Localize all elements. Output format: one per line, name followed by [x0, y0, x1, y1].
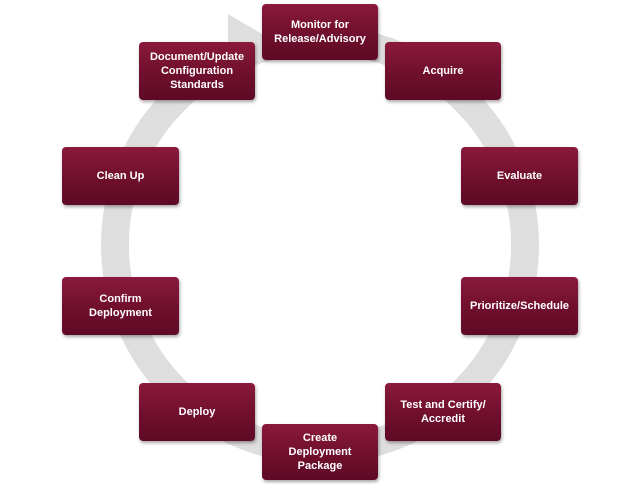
step-label: Acquire [422, 65, 464, 77]
step-evaluate: Evaluate [461, 147, 578, 205]
step-prioritize-schedule: Prioritize/Schedule [461, 277, 578, 335]
step-label: Deploy [178, 406, 216, 418]
step-label: Monitor for Release/Advisory [274, 19, 366, 45]
step-deploy: Deploy [139, 383, 255, 441]
step-label: Test and Certify/ Accredit [400, 399, 486, 425]
step-clean-up: Clean Up [62, 147, 179, 205]
step-label: Create Deployment Package [288, 432, 352, 472]
step-confirm-deployment: Confirm Deployment [62, 277, 179, 335]
step-label: Confirm Deployment [89, 293, 152, 319]
step-label: Evaluate [496, 170, 543, 182]
step-label: Clean Up [96, 170, 145, 182]
step-create-deployment-package: Create Deployment Package [262, 424, 378, 480]
step-acquire: Acquire [385, 42, 501, 100]
step-monitor-for-release-advisory: Monitor for Release/Advisory [262, 4, 378, 60]
step-document-update-configuration-standards: Document/Update Configuration Standards [139, 42, 255, 100]
step-label: Document/Update Configuration Standards [149, 51, 245, 91]
step-label: Prioritize/Schedule [469, 300, 570, 312]
step-test-and-certify-accredit: Test and Certify/ Accredit [385, 383, 501, 441]
